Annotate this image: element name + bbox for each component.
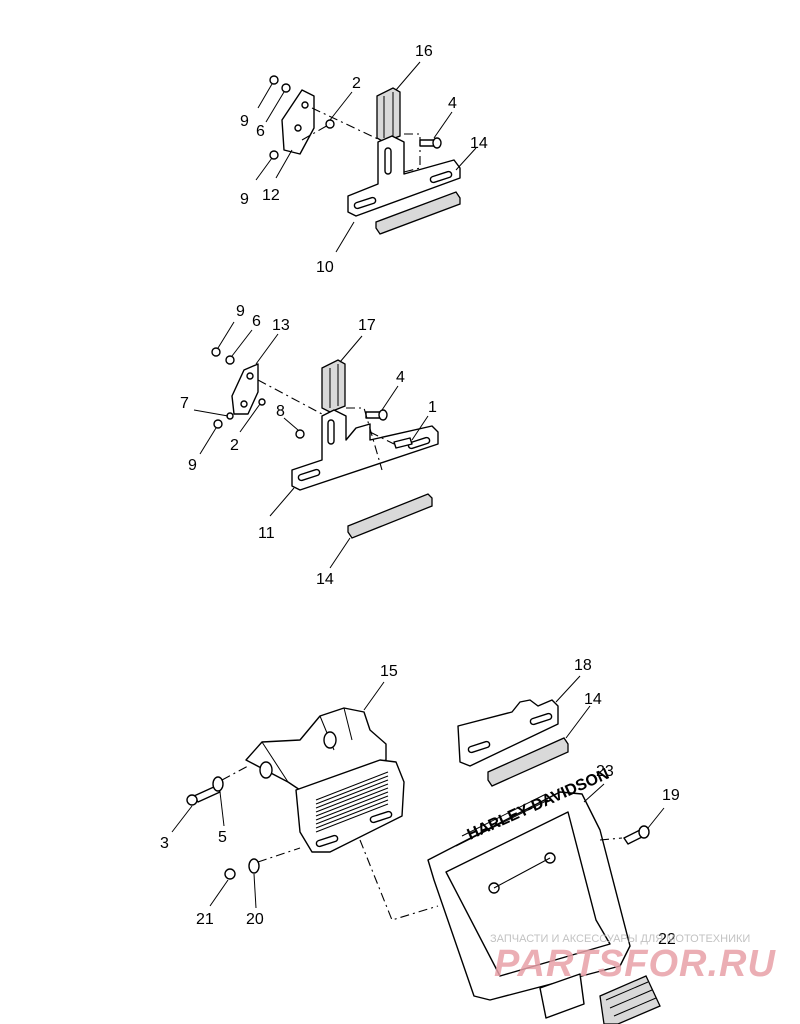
part-12 <box>281 89 315 155</box>
label-2b: 2 <box>230 437 239 454</box>
washer-6a <box>281 83 291 93</box>
label-20: 20 <box>246 911 264 928</box>
nut-21 <box>224 868 236 880</box>
part-10 <box>347 135 461 217</box>
assembly-middle <box>193 321 439 569</box>
bolt-4a <box>419 139 435 147</box>
label-6b: 6 <box>252 313 261 330</box>
label-4b: 4 <box>396 369 405 386</box>
plate-vents <box>315 771 389 833</box>
bolt-1 <box>393 437 413 449</box>
label-12: 12 <box>262 187 280 204</box>
label-9d: 9 <box>188 457 197 474</box>
label-3: 3 <box>160 835 169 852</box>
label-14b: 14 <box>316 571 334 588</box>
assembly-top <box>255 61 477 253</box>
washer-5 <box>212 776 224 792</box>
bolt-4b <box>365 411 381 419</box>
label-13: 13 <box>272 317 290 334</box>
label-11: 11 <box>258 525 275 542</box>
label-9a: 9 <box>240 113 249 130</box>
part-14-bottom <box>487 737 569 787</box>
label-7: 7 <box>180 395 189 412</box>
part-2b <box>258 398 266 406</box>
label-1: 1 <box>428 399 437 416</box>
label-9c: 9 <box>236 303 245 320</box>
label-15: 15 <box>380 663 398 680</box>
label-14c: 14 <box>584 691 602 708</box>
label-16: 16 <box>415 43 433 60</box>
part-14-mid <box>347 493 433 539</box>
fastener-9d <box>213 419 223 429</box>
label-23: 23 <box>596 763 614 780</box>
label-17: 17 <box>358 317 376 334</box>
washer-6b <box>225 355 235 365</box>
label-6a: 6 <box>256 123 265 140</box>
fastener-9a <box>269 75 279 85</box>
label-5: 5 <box>218 829 227 846</box>
fastener-9c <box>211 347 221 357</box>
watermark-brand: PARTSFOR.RU <box>494 943 776 985</box>
label-9b: 9 <box>240 191 249 208</box>
part-17 <box>321 359 346 413</box>
label-19: 19 <box>662 787 680 804</box>
part-16 <box>376 87 401 143</box>
washer-20 <box>248 858 260 874</box>
label-8: 8 <box>276 403 285 420</box>
label-22: 22 <box>658 931 676 948</box>
part-14-top <box>375 191 461 235</box>
watermark-tagline: ЗАПЧАСТИ И АКСЕССУАРЫ ДЛЯ МОТОТЕХНИКИ <box>490 933 750 945</box>
part-8 <box>295 429 305 439</box>
label-18: 18 <box>574 657 592 674</box>
label-14a: 14 <box>470 135 488 152</box>
label-21: 21 <box>196 911 214 928</box>
label-4a: 4 <box>448 95 457 112</box>
watermark: ЗАПЧАСТИ И АКСЕССУАРЫ ДЛЯ МОТОТЕХНИКИ PA… <box>490 933 776 985</box>
label-2a: 2 <box>352 75 361 92</box>
fastener-9b <box>269 150 279 160</box>
label-10: 10 <box>316 259 334 276</box>
part-22 <box>599 975 661 1024</box>
callout-labels: 16 2 4 14 9 6 9 12 10 9 6 13 17 4 1 7 8 … <box>160 43 680 948</box>
part-11 <box>291 409 439 491</box>
